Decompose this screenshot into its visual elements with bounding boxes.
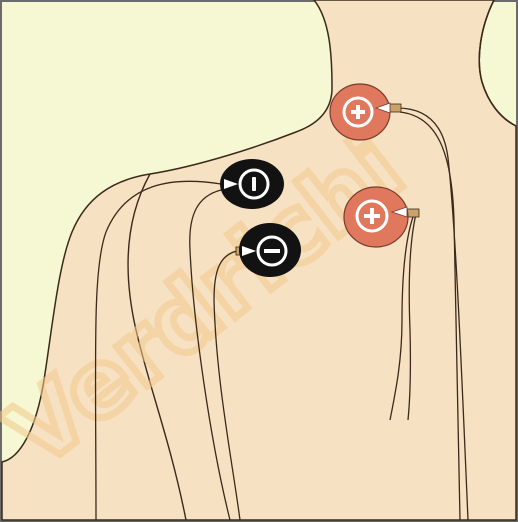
electrode-negative-upper	[220, 159, 284, 209]
electrode-negative-lower	[239, 223, 301, 277]
minus-icon	[264, 249, 280, 253]
electrode-positive-lower	[344, 187, 408, 247]
electrode-positive-upper	[330, 84, 390, 140]
bar-icon	[252, 177, 256, 191]
